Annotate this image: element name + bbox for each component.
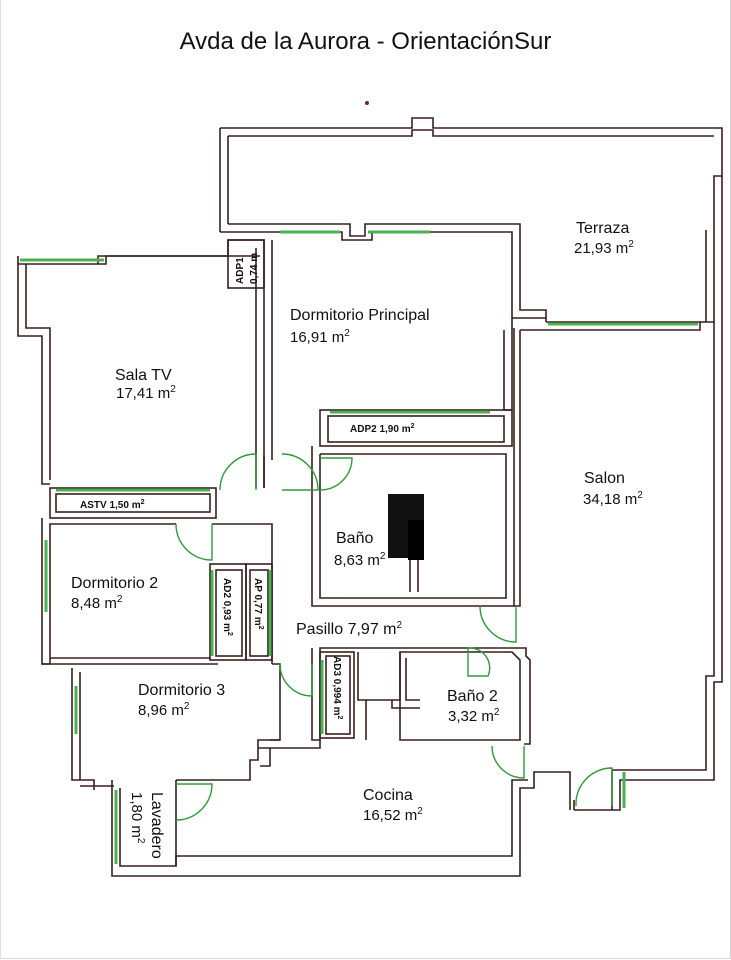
salatv-area: 17,41 m2 — [116, 384, 176, 402]
door-lavadero — [175, 783, 213, 821]
cocina-name: Cocina — [363, 787, 413, 804]
doors — [175, 453, 613, 821]
salon-inner-wall — [612, 322, 715, 771]
salon-area: 34,18 m2 — [583, 490, 643, 508]
lavadero-name: Lavadero — [148, 792, 165, 859]
ap-label: AP 0,77 m2 — [252, 578, 264, 630]
astv-closet — [49, 487, 217, 519]
inner-wall-top — [228, 129, 714, 137]
cocina-right — [573, 770, 613, 810]
door-dorm2 — [175, 523, 213, 561]
door-cocina — [491, 745, 525, 779]
bano-fixture-2 — [408, 520, 424, 560]
ad3-label: AD3 0,994 m2 — [331, 656, 343, 719]
plan-title: Avda de la Aurora - OrientaciónSur — [179, 28, 552, 55]
marker-dot — [365, 101, 369, 105]
salon-name: Salon — [584, 470, 625, 487]
cocina-outer — [111, 771, 571, 877]
salatv-name: Sala TV — [115, 367, 172, 384]
door-bano2 — [467, 647, 491, 677]
outer-wall-top — [220, 117, 723, 323]
pasillo-name: Pasillo 7,97 m2 — [296, 620, 403, 638]
lavadero-area: 1,80 m2 — [128, 792, 146, 844]
bano2-walls — [399, 651, 521, 741]
terraza-area: 21,93 m2 — [574, 239, 634, 257]
ap-closet — [245, 563, 273, 661]
dorm2-name: Dormitorio 2 — [71, 575, 158, 592]
dorm-principal-left — [263, 240, 273, 488]
door-dorm3 — [279, 663, 313, 697]
windows — [20, 230, 698, 864]
ad3-closet-inner — [325, 655, 351, 735]
door-salatv — [219, 453, 257, 491]
adp2-closet-inner — [327, 415, 505, 443]
bano-walls — [311, 446, 514, 607]
astv-label: ASTV 1,50 m2 — [80, 499, 145, 511]
salatv-inner-wall — [25, 264, 51, 480]
adp1-closet — [227, 239, 265, 289]
salon-top-wall — [520, 321, 701, 331]
door-salon-2 — [575, 767, 613, 807]
door-salon — [479, 605, 517, 643]
dorm2-area: 8,48 m2 — [71, 594, 123, 612]
terraza-name: Terraza — [576, 220, 629, 237]
adp2-label: ADP2 1,90 m2 — [350, 423, 415, 435]
dorm3-name: Dormitorio 3 — [138, 682, 225, 699]
terraza-inner-edge-2 — [220, 231, 546, 319]
astv-closet-inner — [55, 493, 211, 513]
adp1-area: 0,74 m — [249, 253, 260, 284]
bano2-area: 3,32 m2 — [448, 707, 500, 725]
ad2-closet-inner — [215, 569, 243, 657]
salon-outer-wall — [574, 176, 723, 811]
kitchen-nook — [357, 652, 420, 740]
dorm3-walls — [71, 668, 114, 790]
door-bano — [319, 457, 353, 491]
bano-name: Baño — [336, 530, 373, 547]
ad2-label: AD2 0,93 m2 — [221, 578, 233, 636]
dorm-principal-area: 16,91 m2 — [290, 328, 350, 346]
door-dorm-principal — [281, 453, 319, 491]
ap-closet-inner — [249, 569, 269, 657]
ad3-closet — [319, 651, 355, 739]
terraza-inner-edge — [228, 223, 547, 322]
dorm3-right — [176, 739, 280, 781]
dorm2-bottom — [42, 657, 218, 665]
dorm-principal-right — [503, 318, 513, 411]
bano2-name: Baño 2 — [447, 688, 498, 705]
salon-left-wall — [513, 328, 521, 607]
cocina-walls — [258, 740, 321, 767]
bano-area: 8,63 m2 — [334, 551, 386, 569]
adp2-closet — [319, 409, 513, 447]
dorm3-area: 8,96 m2 — [138, 701, 190, 719]
adp1-label: ADP1 — [235, 257, 246, 284]
room-labels: Terraza 21,93 m2 Dormitorio Principal 16… — [71, 220, 643, 859]
dorm-principal-name: Dormitorio Principal — [290, 307, 430, 324]
cocina-area: 16,52 m2 — [363, 806, 423, 824]
walls — [17, 117, 723, 877]
